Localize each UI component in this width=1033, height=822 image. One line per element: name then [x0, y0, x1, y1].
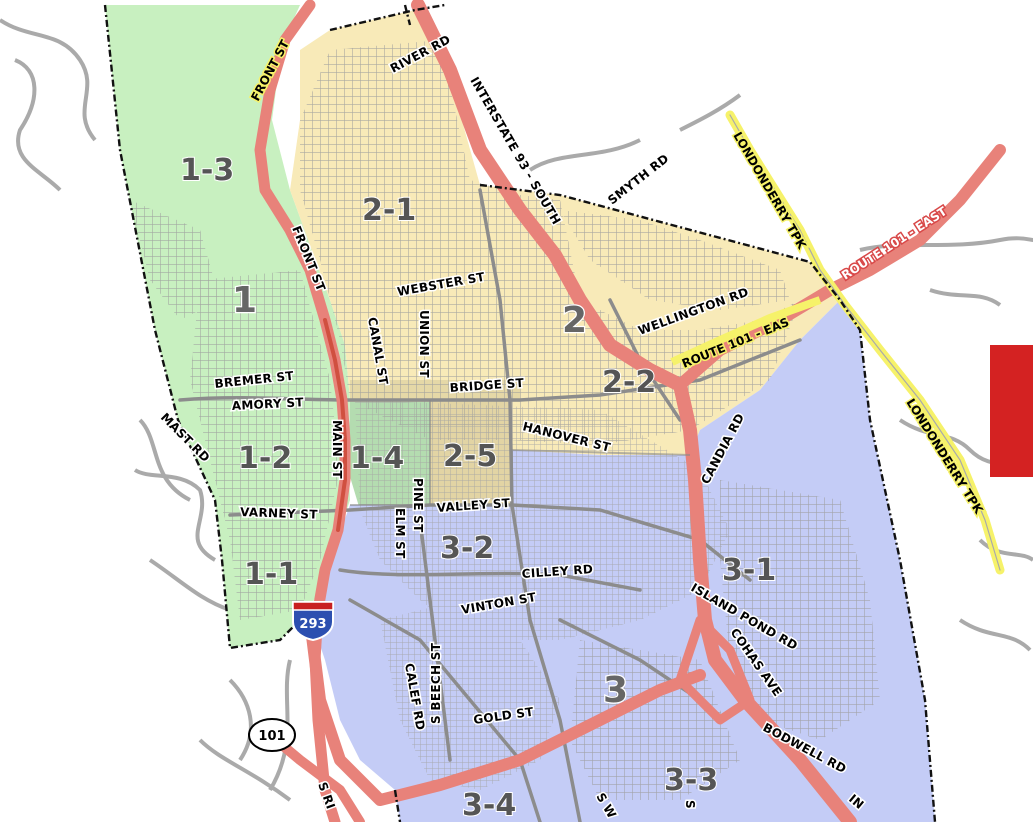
zone-2: 2: [562, 300, 587, 341]
route-101-label: 101: [258, 729, 285, 744]
main-st-label: MAIN ST: [330, 420, 344, 479]
zone-3-1: 3-1: [722, 553, 776, 588]
zone-3-4: 3-4: [462, 788, 516, 822]
zone-1-4: 1-4: [350, 441, 404, 476]
zone-2-5: 2-5: [443, 439, 497, 474]
londonderry-turnpike: [725, 110, 1005, 575]
zone-1-1: 1-1: [244, 557, 298, 592]
interstate-293-shield: 293: [292, 601, 334, 642]
elm-st-label: ELM ST: [393, 508, 407, 559]
amory-st-label: AMORY ST: [231, 395, 304, 413]
zone-3-2: 3-2: [440, 531, 494, 566]
londonderry-right-label: LONDONDERRY TPK: [903, 396, 986, 517]
route-101-east-yellow: [670, 296, 822, 366]
zone-1-3: 1-3: [180, 153, 234, 188]
zone-labels: 1-3 1 1-2 1-4 1-1 2-1 2 2-2 2-5 3-2 3-1 …: [179, 152, 777, 822]
zone-2-2: 2-2: [602, 365, 656, 400]
legend-swatch[interactable]: [990, 345, 1033, 477]
ward-divisions: [350, 400, 691, 506]
cilley-rd-label: CILLEY RD: [521, 562, 593, 581]
valley-st-label: VALLEY ST: [436, 496, 511, 515]
zone-2-1: 2-1: [362, 193, 416, 228]
s-label: S: [683, 800, 697, 809]
s-beech-st-label: S BEECH ST: [429, 642, 443, 724]
varney-st-label: VARNEY ST: [240, 505, 319, 522]
route-101-shield: 101: [248, 718, 296, 752]
zone-3: 3: [603, 670, 628, 711]
zone-1: 1: [232, 280, 257, 321]
londonderry-top-label: LONDONDERRY TPK: [730, 130, 809, 253]
smyth-rd-label: SMYTH RD: [605, 151, 671, 207]
bridge-st-label: BRIDGE ST: [449, 376, 525, 395]
zone-1-2: 1-2: [238, 441, 292, 476]
pine-st-label: PINE ST: [411, 478, 425, 533]
zone-3-3: 3-3: [664, 763, 718, 798]
union-st-label: UNION ST: [417, 310, 431, 378]
ward-boundaries: [103, 3, 937, 822]
interstate-293-label: 293: [299, 617, 326, 632]
